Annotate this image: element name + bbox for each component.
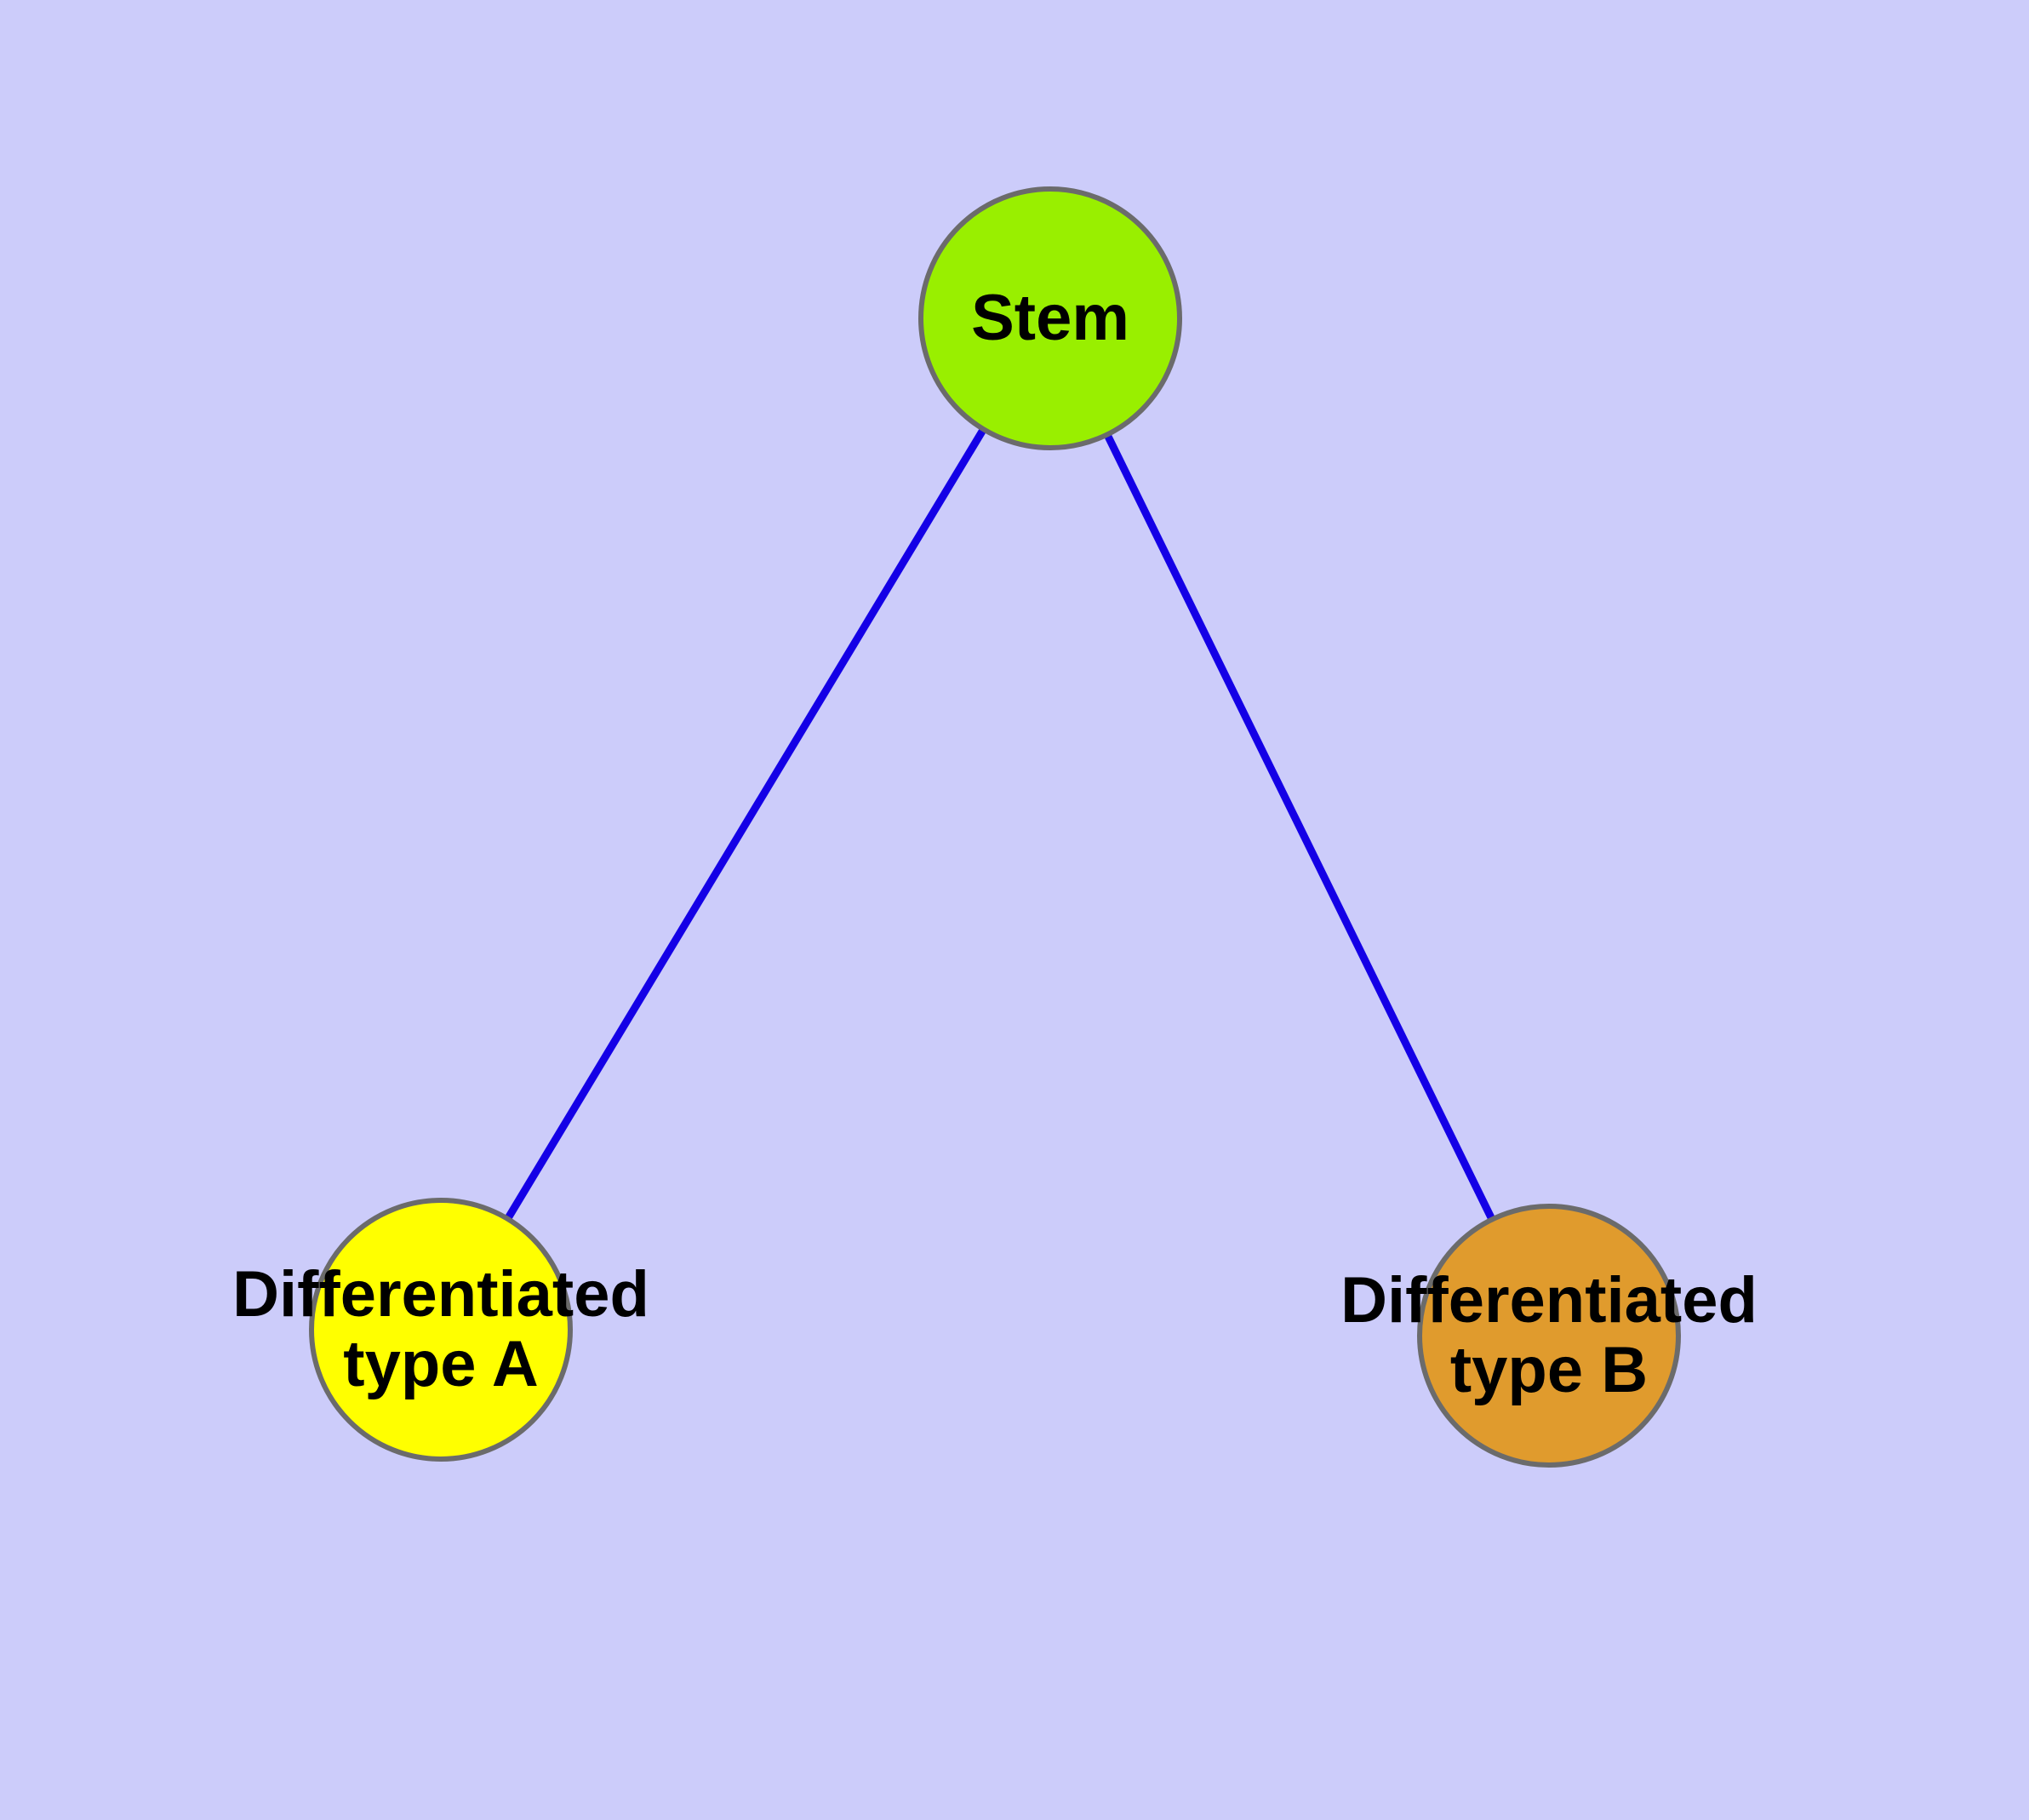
node-differentiated-type-a[interactable] <box>309 1198 573 1462</box>
node-layer <box>309 186 1681 1468</box>
edge-stem-to-diff-b <box>1046 317 1553 1337</box>
node-differentiated-type-b[interactable] <box>1417 1204 1681 1468</box>
edge-stem-to-diff-a <box>437 316 1054 1332</box>
node-stem[interactable] <box>918 186 1182 450</box>
edge-layer <box>437 316 1553 1337</box>
